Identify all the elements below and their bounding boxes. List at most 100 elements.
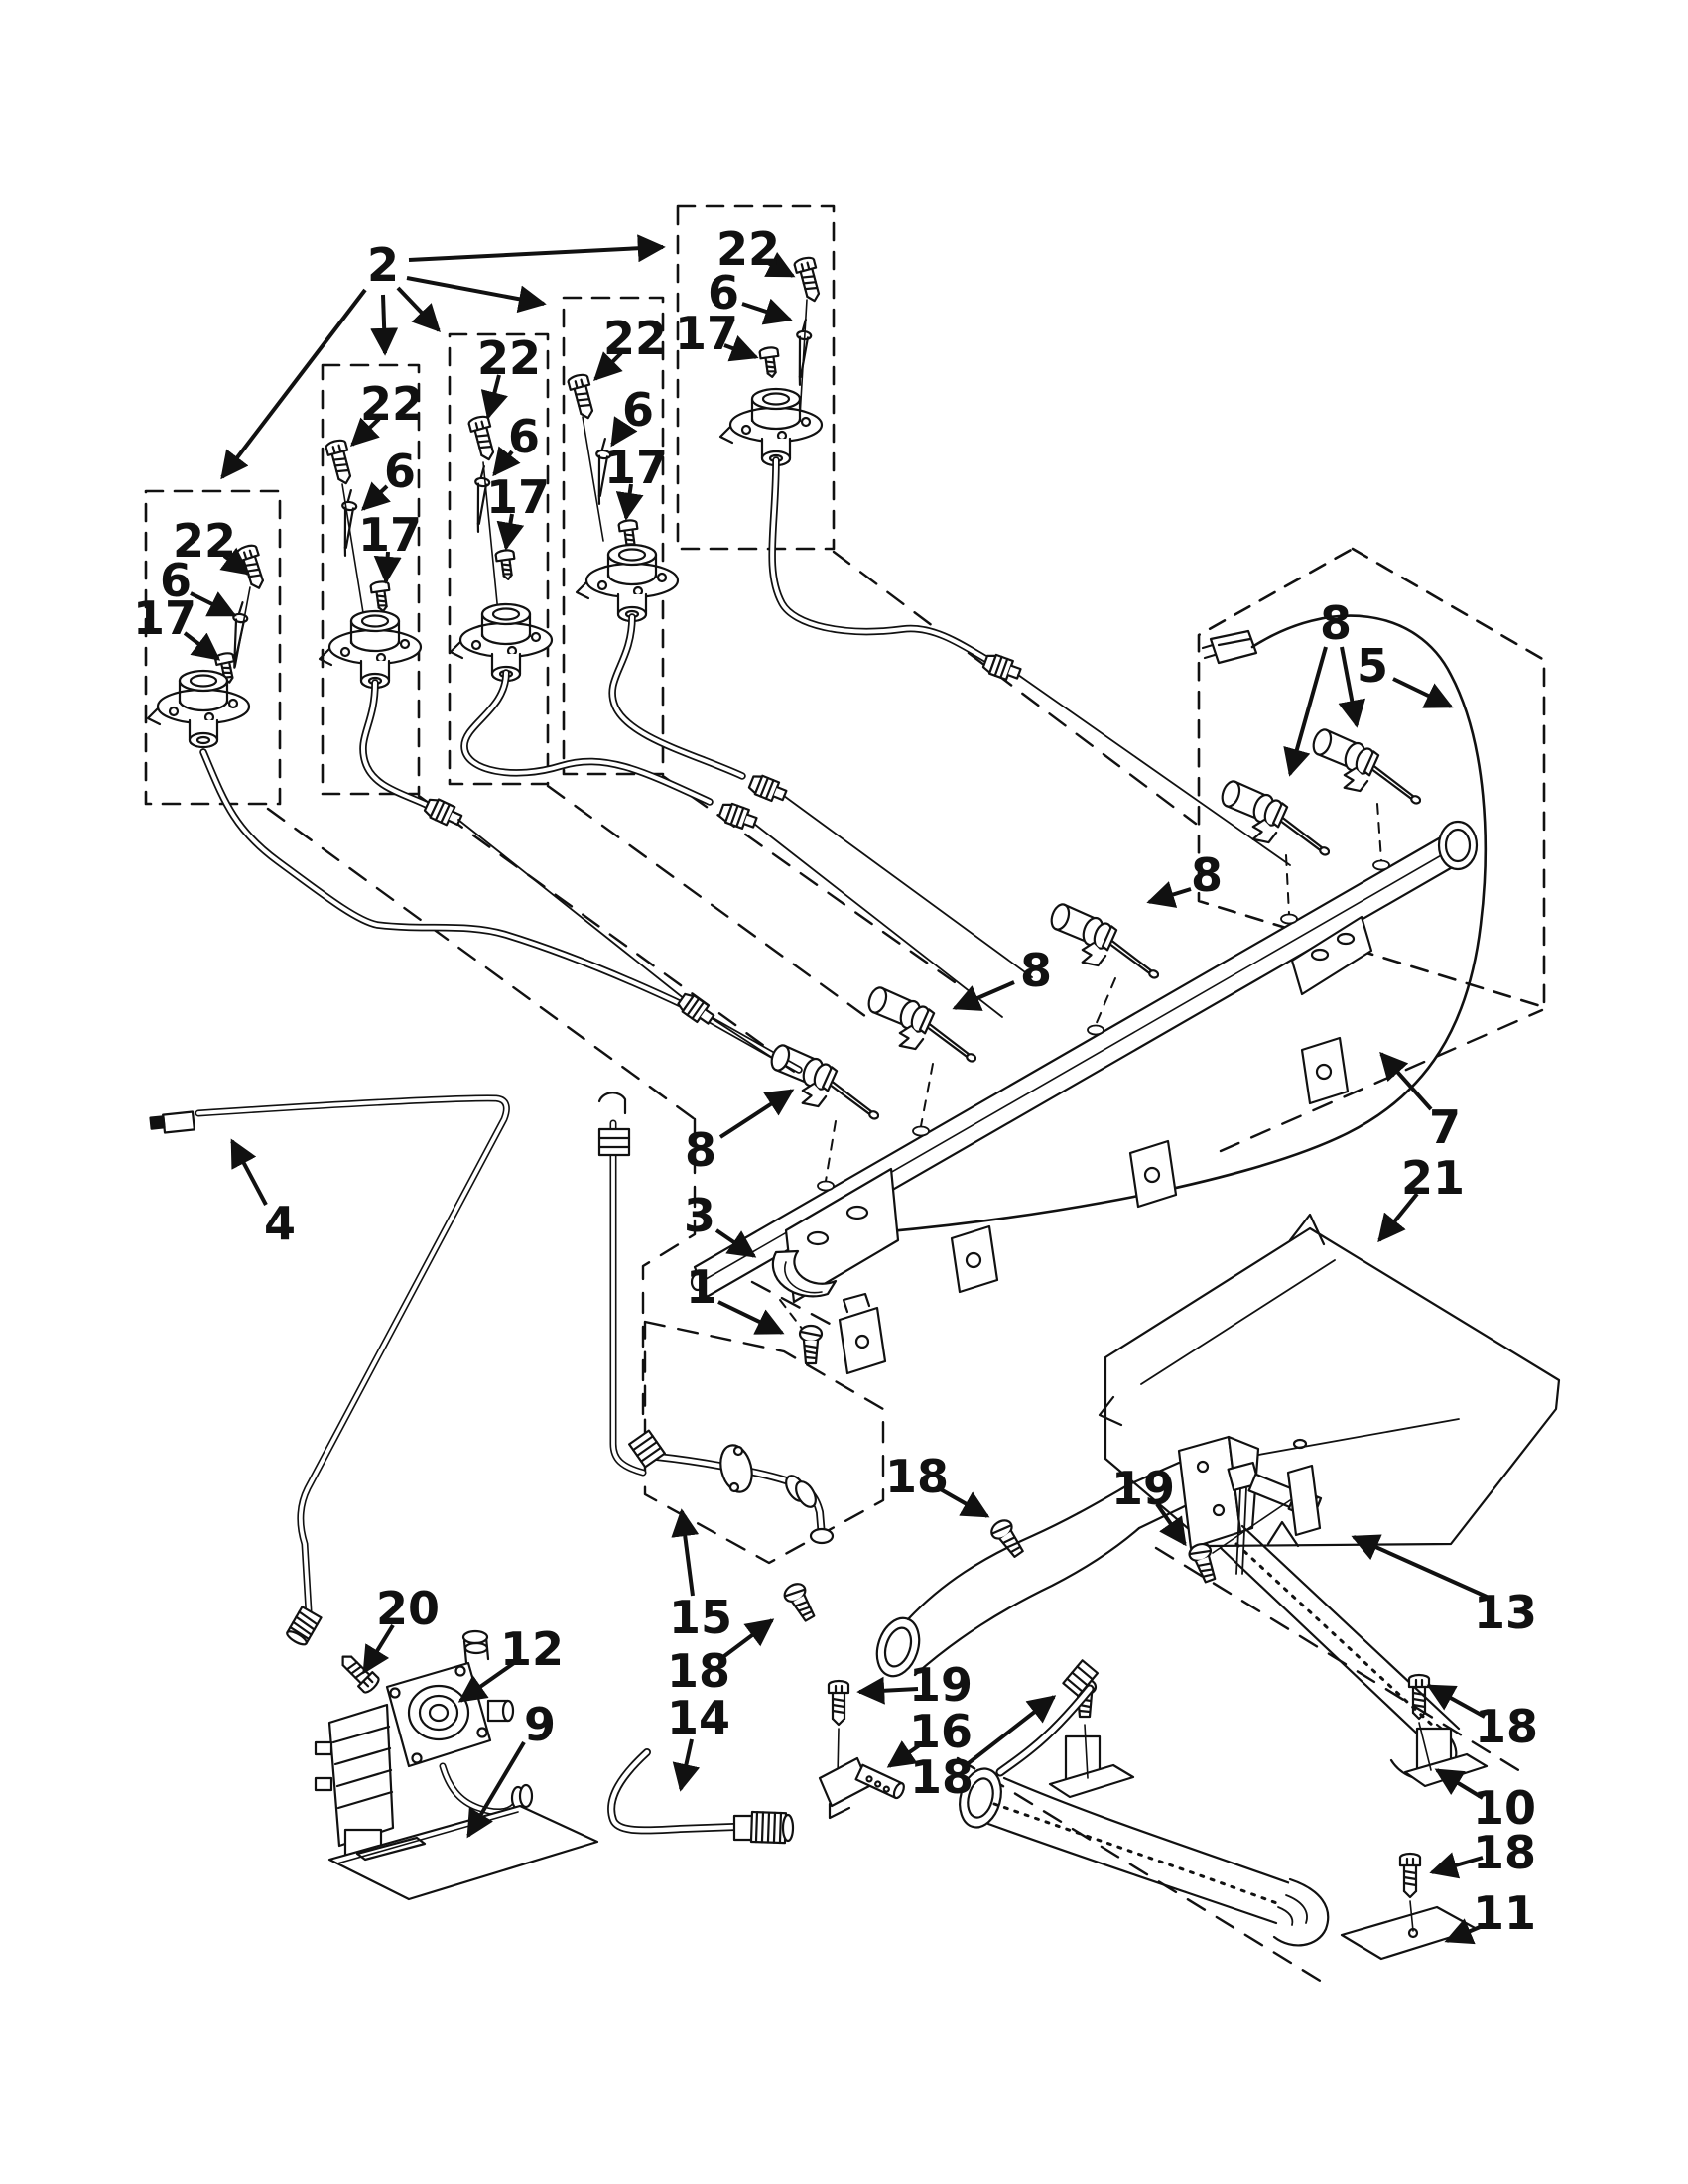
burner-valve-4 bbox=[566, 371, 1033, 978]
callout-21: 21 bbox=[1401, 1151, 1465, 1205]
leader-arrow-9 bbox=[466, 1740, 526, 1839]
leader-arrow-18 bbox=[938, 1486, 990, 1518]
callout-3: 3 bbox=[684, 1189, 715, 1242]
orifice-holder bbox=[818, 1756, 905, 1820]
leader-arrow-2 bbox=[370, 294, 399, 356]
bake-burner bbox=[818, 1435, 1489, 1820]
leader-arrow-8 bbox=[1146, 881, 1192, 908]
harness-callout-box bbox=[1197, 547, 1546, 1009]
leader-arrow-15 bbox=[671, 1508, 700, 1597]
callout-8: 8 bbox=[1020, 944, 1052, 997]
leader-arrow-8 bbox=[1283, 646, 1328, 777]
leader-arrow-18 bbox=[1429, 1852, 1484, 1879]
leader-arrow-22 bbox=[593, 351, 623, 381]
elbow-tube bbox=[628, 1429, 835, 1625]
callout-6: 6 bbox=[160, 554, 192, 607]
callout-18: 18 bbox=[667, 1644, 730, 1698]
leader-arrow-4 bbox=[230, 1138, 268, 1206]
callout-22: 22 bbox=[173, 514, 236, 568]
callout-19: 19 bbox=[909, 1658, 973, 1712]
callout-18: 18 bbox=[910, 1750, 974, 1804]
callout-17: 17 bbox=[604, 441, 668, 494]
leader-arrow-13 bbox=[1351, 1534, 1488, 1599]
burner-clip bbox=[771, 1249, 838, 1365]
leader-arrow-8 bbox=[952, 980, 1015, 1011]
leader-arrow-6 bbox=[741, 298, 793, 325]
callout-15: 15 bbox=[669, 1591, 732, 1644]
callouts: 2226172261722617226172261785888317214201… bbox=[133, 222, 1538, 1945]
leader-arrow-20 bbox=[362, 1623, 395, 1675]
sensor-tube bbox=[149, 1094, 510, 1646]
spark-igniters bbox=[759, 725, 1434, 1182]
leader-arrow-7 bbox=[1379, 1051, 1433, 1111]
leader-arrow-18 bbox=[718, 1618, 775, 1661]
leader-arrow-2 bbox=[396, 286, 441, 333]
callout-6: 6 bbox=[508, 410, 540, 463]
leader-arrow-2 bbox=[220, 288, 367, 480]
callout-6: 6 bbox=[622, 383, 654, 437]
callout-20: 20 bbox=[376, 1582, 440, 1635]
leader-arrow-16 bbox=[886, 1740, 923, 1768]
callout-13: 13 bbox=[1474, 1586, 1537, 1639]
leader-arrow-17 bbox=[723, 335, 759, 362]
leader-arrow-6 bbox=[610, 416, 638, 448]
callout-18: 18 bbox=[885, 1450, 949, 1503]
callout-12: 12 bbox=[500, 1622, 564, 1676]
leader-arrow-8 bbox=[718, 1089, 795, 1139]
leader-arrow-22 bbox=[349, 417, 381, 447]
callout-7: 7 bbox=[1429, 1100, 1461, 1154]
callout-17: 17 bbox=[358, 508, 422, 562]
callout-14: 14 bbox=[667, 1691, 730, 1744]
leader-arrow-19 bbox=[856, 1676, 919, 1705]
leader-arrow-11 bbox=[1444, 1918, 1486, 1945]
callout-18: 18 bbox=[1475, 1700, 1538, 1753]
leader-arrow-6 bbox=[360, 481, 391, 511]
callout-10: 10 bbox=[1473, 1781, 1536, 1835]
leader-arrow-22 bbox=[764, 251, 796, 278]
callout-22: 22 bbox=[360, 377, 424, 431]
callout-22: 22 bbox=[477, 331, 541, 385]
inlet-tube bbox=[597, 1092, 647, 1477]
callout-22: 22 bbox=[716, 222, 780, 276]
leader-arrow-12 bbox=[457, 1661, 516, 1703]
callout-5: 5 bbox=[1357, 639, 1388, 693]
callout-17: 17 bbox=[675, 307, 738, 360]
callout-22: 22 bbox=[603, 312, 667, 365]
callout-6: 6 bbox=[708, 266, 739, 320]
leader-arrow-2 bbox=[406, 276, 547, 314]
leader-arrow-18 bbox=[963, 1695, 1057, 1768]
leader-arrow-3 bbox=[714, 1228, 757, 1258]
callout-2: 2 bbox=[367, 238, 399, 292]
leader-arrow-19 bbox=[1155, 1502, 1187, 1547]
leader-arrow-6 bbox=[190, 591, 237, 617]
callout-18: 18 bbox=[1473, 1826, 1536, 1879]
leader-arrow-21 bbox=[1377, 1192, 1419, 1243]
manifold-mount-blocks bbox=[838, 1036, 1350, 1375]
callout-8: 8 bbox=[685, 1123, 716, 1177]
callout-8: 8 bbox=[1191, 848, 1223, 902]
callout-17: 17 bbox=[133, 591, 196, 645]
leader-arrow-17 bbox=[496, 513, 525, 551]
leader-arrow-2 bbox=[408, 234, 666, 263]
callout-8: 8 bbox=[1320, 596, 1352, 650]
leader-arrow-22 bbox=[480, 374, 508, 420]
callout-19: 19 bbox=[1111, 1462, 1175, 1515]
burner-valve-1 bbox=[146, 542, 803, 1074]
burner-valves bbox=[146, 254, 1291, 1074]
leader-arrow-18 bbox=[1426, 1684, 1486, 1719]
callout-11: 11 bbox=[1473, 1886, 1536, 1940]
leader-arrow-1 bbox=[717, 1300, 785, 1335]
callout-16: 16 bbox=[909, 1705, 973, 1758]
burner-valve-3 bbox=[449, 413, 1003, 1018]
leader-arrow-5 bbox=[1392, 677, 1454, 708]
leader-arrow-22 bbox=[219, 547, 251, 576]
callout-6: 6 bbox=[384, 445, 416, 498]
leader-arrow-6 bbox=[492, 446, 521, 477]
valve-callout-boxes bbox=[144, 204, 1546, 1009]
callout-17: 17 bbox=[486, 470, 550, 524]
leader-arrow-17 bbox=[373, 551, 402, 584]
callout-1: 1 bbox=[686, 1260, 717, 1314]
leader-arrow-14 bbox=[672, 1738, 701, 1792]
callout-9: 9 bbox=[524, 1698, 556, 1751]
